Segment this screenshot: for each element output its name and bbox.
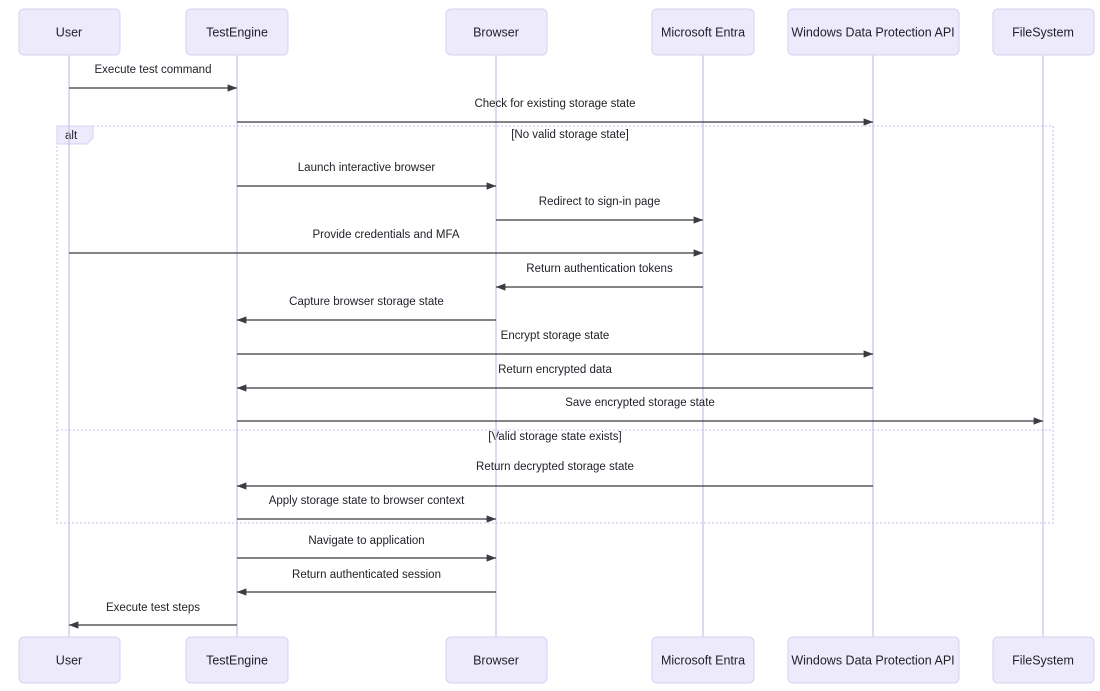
message-label: Save encrypted storage state: [565, 397, 715, 409]
lifeline-layer: [68, 55, 1044, 637]
message-label: Return decrypted storage state: [476, 461, 634, 473]
participant-label: FileSystem: [1012, 653, 1074, 667]
participant-bottom-layer: User TestEngine Browser Microsoft Entra Wind…: [18, 636, 1095, 684]
participant-entra-bottom[interactable]: Microsoft Entra: [651, 636, 755, 684]
participant-label: User: [56, 25, 82, 39]
participant-box[interactable]: [651, 636, 755, 684]
participant-dpapi-bottom[interactable]: Windows Data Protection API: [787, 636, 960, 684]
participant-top-layer: User TestEngine Browser Microsoft Entra Wind…: [18, 8, 1095, 56]
message-label: Return authenticated session: [292, 569, 441, 581]
participant-user-bottom[interactable]: User: [18, 636, 121, 684]
participant-label: Windows Data Protection API: [791, 653, 954, 667]
message-m4: Redirect to sign-in page: [496, 196, 704, 224]
message-label: Provide credentials and MFA: [312, 229, 459, 241]
participant-label: Browser: [473, 25, 519, 39]
participant-label: User: [56, 653, 82, 667]
participant-label: FileSystem: [1012, 25, 1074, 39]
message-m15: Execute test steps: [68, 602, 237, 629]
participant-box[interactable]: [651, 8, 755, 56]
message-label: Return authentication tokens: [526, 263, 673, 275]
message-label: Redirect to sign-in page: [539, 196, 660, 208]
participant-label: Browser: [473, 653, 519, 667]
message-label: Check for existing storage state: [474, 98, 635, 110]
participant-filesystem-bottom[interactable]: FileSystem: [992, 636, 1095, 684]
message-m13: Navigate to application: [237, 535, 497, 562]
message-label: Execute test command: [95, 64, 212, 76]
fragment-layer: alt [No valid storage state] [Valid storag…: [56, 125, 1054, 524]
participant-testengine-top[interactable]: TestEngine: [185, 8, 289, 56]
message-label: Navigate to application: [308, 535, 424, 547]
message-label: Return encrypted data: [498, 364, 612, 376]
participant-label: TestEngine: [206, 653, 268, 667]
participant-box[interactable]: [787, 636, 960, 684]
participant-browser-top[interactable]: Browser: [445, 8, 548, 56]
fragment-tag-shape: [56, 125, 94, 145]
participant-box[interactable]: [185, 636, 289, 684]
message-label: Launch interactive browser: [298, 162, 436, 174]
fragment-condition-1: [Valid storage state exists]: [488, 431, 621, 443]
fragment-alt-storage-state: alt [No valid storage state] [Valid storag…: [56, 125, 1054, 524]
fragment-tag-label: alt: [65, 130, 78, 142]
message-label: Apply storage state to browser context: [269, 495, 465, 507]
participant-label: TestEngine: [206, 25, 268, 39]
participant-label: Windows Data Protection API: [791, 25, 954, 39]
message-m11: Return decrypted storage state: [236, 461, 873, 490]
participant-box[interactable]: [992, 8, 1095, 56]
participant-box[interactable]: [445, 636, 548, 684]
message-label: Execute test steps: [106, 602, 200, 614]
participant-testengine-bottom[interactable]: TestEngine: [185, 636, 289, 684]
participant-browser-bottom[interactable]: Browser: [445, 636, 548, 684]
participant-box[interactable]: [18, 8, 121, 56]
participant-box[interactable]: [445, 8, 548, 56]
message-m8: Encrypt storage state: [237, 330, 874, 358]
participant-box[interactable]: [992, 636, 1095, 684]
participant-label: Microsoft Entra: [661, 653, 745, 667]
message-m7: Capture browser storage state: [236, 296, 496, 324]
fragment-border: [56, 125, 1054, 524]
message-m1: Execute test command: [69, 64, 238, 92]
message-m9: Return encrypted data: [236, 364, 873, 392]
fragment-condition-0: [No valid storage state]: [511, 129, 629, 141]
participant-box[interactable]: [18, 636, 121, 684]
message-m6: Return authentication tokens: [495, 263, 703, 291]
participant-filesystem-top[interactable]: FileSystem: [992, 8, 1095, 56]
participant-box[interactable]: [787, 8, 960, 56]
participant-box[interactable]: [185, 8, 289, 56]
message-m5: Provide credentials and MFA: [69, 229, 704, 257]
participant-dpapi-top[interactable]: Windows Data Protection API: [787, 8, 960, 56]
message-m12: Apply storage state to browser context: [237, 495, 497, 523]
message-m10: Save encrypted storage state: [237, 397, 1044, 425]
message-label: Encrypt storage state: [501, 330, 610, 342]
message-m2: Check for existing storage state: [237, 98, 874, 126]
message-m3: Launch interactive browser: [237, 162, 497, 190]
participant-entra-top[interactable]: Microsoft Entra: [651, 8, 755, 56]
message-m14: Return authenticated session: [236, 569, 496, 596]
participant-user-top[interactable]: User: [18, 8, 121, 56]
message-label: Capture browser storage state: [289, 296, 444, 308]
participant-label: Microsoft Entra: [661, 25, 745, 39]
